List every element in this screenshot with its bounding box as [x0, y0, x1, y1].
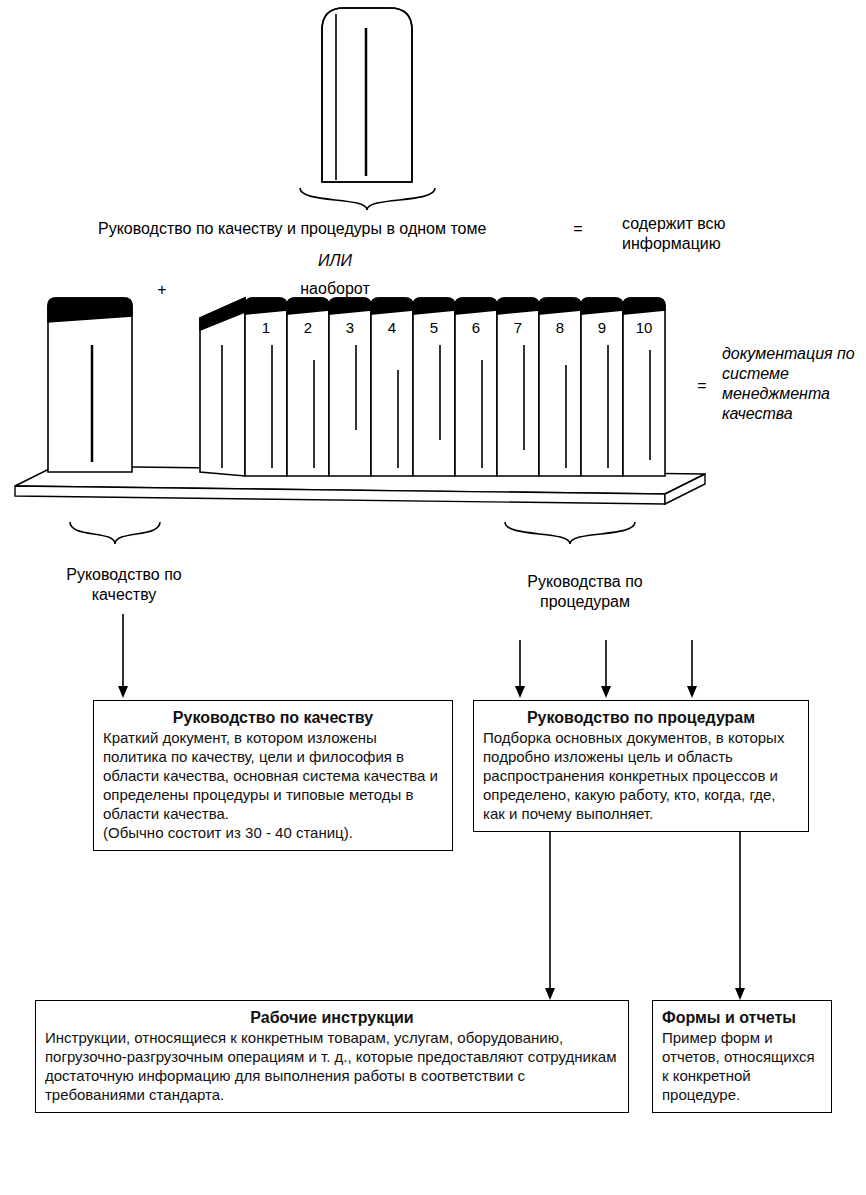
- group-label: Руководства по процедурам: [520, 572, 650, 612]
- text-box: Руководство по качествуКраткий документ,…: [93, 700, 453, 851]
- brace: [300, 188, 435, 210]
- callout-number: 4: [382, 318, 402, 338]
- callout-number: 1: [256, 318, 276, 338]
- brace: [70, 522, 160, 544]
- result-text: документация по системе менеджмента каче…: [722, 344, 860, 424]
- connector: [545, 832, 555, 1000]
- connector-line: [549, 832, 551, 990]
- text-box: Формы и отчетыПример форм и отчетов, отн…: [652, 1000, 832, 1113]
- connector: [735, 832, 745, 1000]
- callout-number: 10: [632, 318, 656, 338]
- callout-number: 6: [466, 318, 486, 338]
- callout-number: 7: [508, 318, 528, 338]
- callout-number: 2: [298, 318, 318, 338]
- equals-sign: =: [568, 219, 588, 239]
- arrow-head: [545, 988, 555, 1000]
- callout-number: 9: [592, 318, 612, 338]
- box-body: Инструкции, относящиеся к конкретным тов…: [45, 1028, 619, 1104]
- arrow-head: [735, 988, 745, 1000]
- procedure-books: [200, 298, 665, 476]
- text-box: Рабочие инструкцииИнструкции, относящиес…: [35, 1000, 629, 1113]
- or-text: ИЛИ: [300, 251, 370, 271]
- box-note: (Обычно состоит из 30 - 40 станиц).: [103, 823, 443, 842]
- leader-arrows: [118, 614, 697, 698]
- result-text: содержит всю информацию: [622, 214, 740, 254]
- text-box: Руководство по процедурамПодборка основн…: [473, 700, 809, 832]
- group-label: Руководство по качеству: [66, 565, 182, 605]
- brace: [505, 522, 635, 544]
- box-body: Подборка основных документов, в которых …: [483, 728, 799, 823]
- quality-manual-book: [48, 298, 132, 472]
- callout-number: 8: [550, 318, 570, 338]
- connector-line: [739, 832, 741, 990]
- or-text: наоборот: [290, 279, 380, 299]
- callout-number: 3: [340, 318, 360, 338]
- plus-sign: +: [152, 280, 172, 300]
- box-heading: Руководство по качеству: [103, 707, 443, 728]
- equals-sign: =: [692, 376, 712, 396]
- single-volume: [322, 8, 412, 182]
- box-body: Пример форм и отчетов, относящихся к кон…: [662, 1028, 822, 1104]
- caption-text: Руководство по качеству и процедуры в од…: [98, 219, 558, 239]
- callout-number: 5: [424, 318, 444, 338]
- box-heading: Руководство по процедурам: [483, 707, 799, 728]
- box-heading: Формы и отчеты: [662, 1007, 822, 1028]
- box-heading: Рабочие инструкции: [45, 1007, 619, 1028]
- box-body: Краткий документ, в котором изложены пол…: [103, 728, 443, 823]
